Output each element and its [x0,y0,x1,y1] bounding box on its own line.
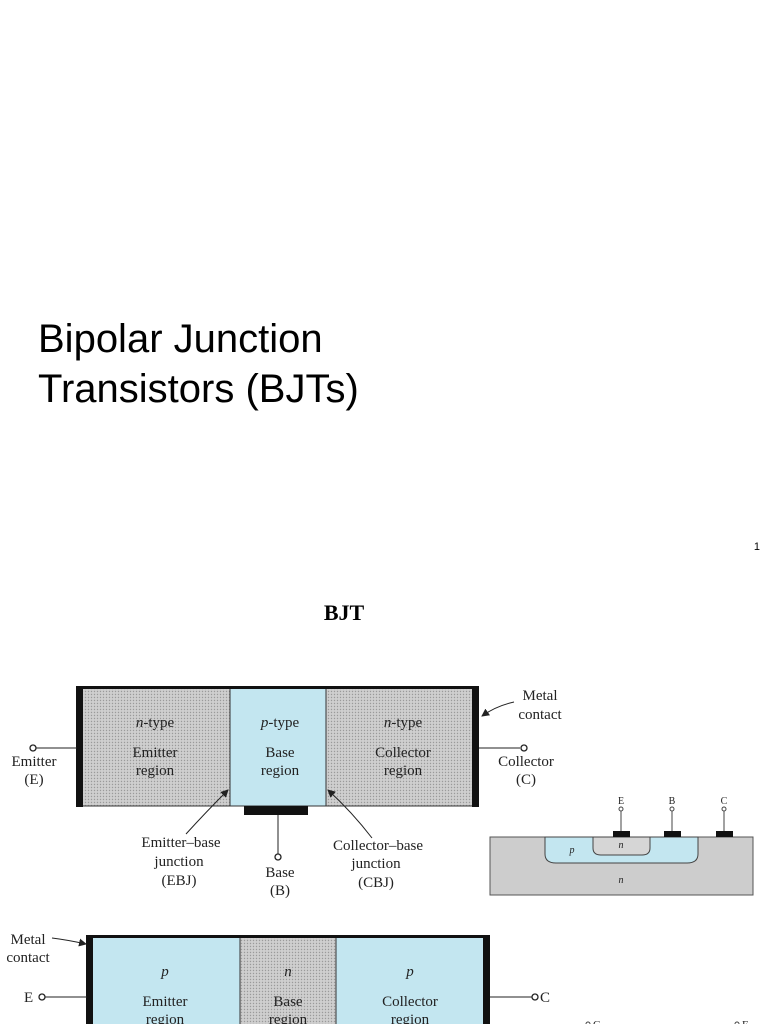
cross-section-p-label: p [569,845,575,856]
page-number: 1 [753,541,760,553]
pnp-metal-contact-1: Metal [11,932,46,948]
pnp-e-terminal-icon [38,993,46,1001]
npn-metal-contact-1: Metal [523,688,558,704]
cross-section-substrate [489,836,754,896]
ebj-label-2: junction [153,854,204,870]
cross-section-c-label: C [721,796,728,807]
title-slide: Bipolar Junction Transistors (BJTs) 1 [38,314,760,553]
slide-title: Bipolar Junction Transistors (BJTs) [38,314,638,414]
npn-base-label-1: Base [265,865,295,881]
cross-section-e-contact [613,831,630,837]
symbol-e-label: E [742,1019,749,1024]
cross-section-e-label: E [618,796,624,807]
pnp-collector-line1: Collector [382,994,438,1010]
pnp-base-type: n [284,964,292,980]
npn-top-border [76,686,476,689]
pnp-metal-contact-2: contact [6,950,50,966]
cross-section: E B C p n n [489,796,754,896]
npn-structure: n-type Emitter region p-type Base region… [12,686,562,899]
npn-emitter-terminal-icon [29,744,37,752]
npn-metal-contact-2: contact [518,707,562,723]
pnp-e-label: E [24,990,33,1006]
pnp-collector-contact [483,935,490,1024]
bjt-diagram: n-type Emitter region p-type Base region… [6,686,754,1024]
npn-base-line1: Base [265,745,295,761]
cbj-arrow-icon [327,789,373,839]
npn-collector-region [325,687,477,807]
cbj-label-3: (CBJ) [358,875,394,891]
npn-collector-label-1: Collector [498,754,554,770]
cross-section-b-contact [664,831,681,837]
npn-base-label-2: (B) [270,883,290,899]
npn-collector-contact [472,686,479,807]
pnp-c-label: C [540,990,550,1006]
pnp-metal-contact-arrow-icon [51,937,87,947]
npn-emitter-type: n-type [136,715,175,731]
npn-emitter-region [79,687,231,807]
symbol-c-label: C [593,1019,600,1024]
npn-base-line2: region [261,763,300,779]
npn-collector-terminal-icon [520,744,528,752]
pnp-emitter-contact [86,935,93,1024]
npn-metal-contact-arrow-icon [481,701,515,717]
cross-section-n-well [592,836,651,856]
pnp-structure: p Emitter region n Base region p Collect… [6,932,749,1024]
cross-section-n-substrate-label: n [619,875,624,886]
cross-section-c-terminal-icon [721,806,727,812]
npn-emitter-label-1: Emitter [12,754,57,770]
pnp-emitter-line2: region [146,1012,185,1024]
ebj-arrow-icon [185,789,229,835]
title-line-1: Bipolar Junction [38,317,323,361]
cross-section-b-label: B [669,796,676,807]
bjt-slide: BJT n-type Emitter region p-type [0,576,768,1024]
npn-emitter-label-2: (E) [24,772,43,788]
pnp-emitter-line1: Emitter [143,994,188,1010]
npn-collector-line1: Collector [375,745,431,761]
pnp-emitter-type: p [160,964,169,980]
ebj-label-3: (EBJ) [162,873,197,889]
pnp-collector-type: p [405,964,414,980]
npn-collector-type: n-type [384,715,423,731]
npn-collector-line2: region [384,763,423,779]
npn-emitter-contact [76,686,83,807]
npn-base-type: p-type [260,715,300,731]
pnp-base-line1: Base [273,994,303,1010]
title-line-2: Transistors (BJTs) [38,367,359,411]
ebj-label-1: Emitter–base [141,835,220,851]
cbj-label-2: junction [350,856,401,872]
pnp-base-line2: region [269,1012,308,1024]
pnp-base-region [239,936,337,1024]
cross-section-c-contact [716,831,733,837]
pnp-collector-line2: region [391,1012,430,1024]
cbj-label-1: Collector–base [333,838,423,854]
npn-emitter-line2: region [136,763,175,779]
pnp-emitter-region [89,936,241,1024]
npn-emitter-line1: Emitter [133,745,178,761]
npn-collector-label-2: (C) [516,772,536,788]
cross-section-b-terminal-icon [669,806,675,812]
pnp-c-terminal-icon [531,993,539,1001]
bjt-slide-title: BJT [323,600,365,625]
pnp-top-border [86,935,489,938]
npn-base-terminal-icon [274,853,282,861]
cross-section-e-terminal-icon [618,806,624,812]
cross-section-n-inner-label: n [619,840,624,851]
pnp-collector-region [335,936,487,1024]
npn-base-contact [244,806,308,815]
